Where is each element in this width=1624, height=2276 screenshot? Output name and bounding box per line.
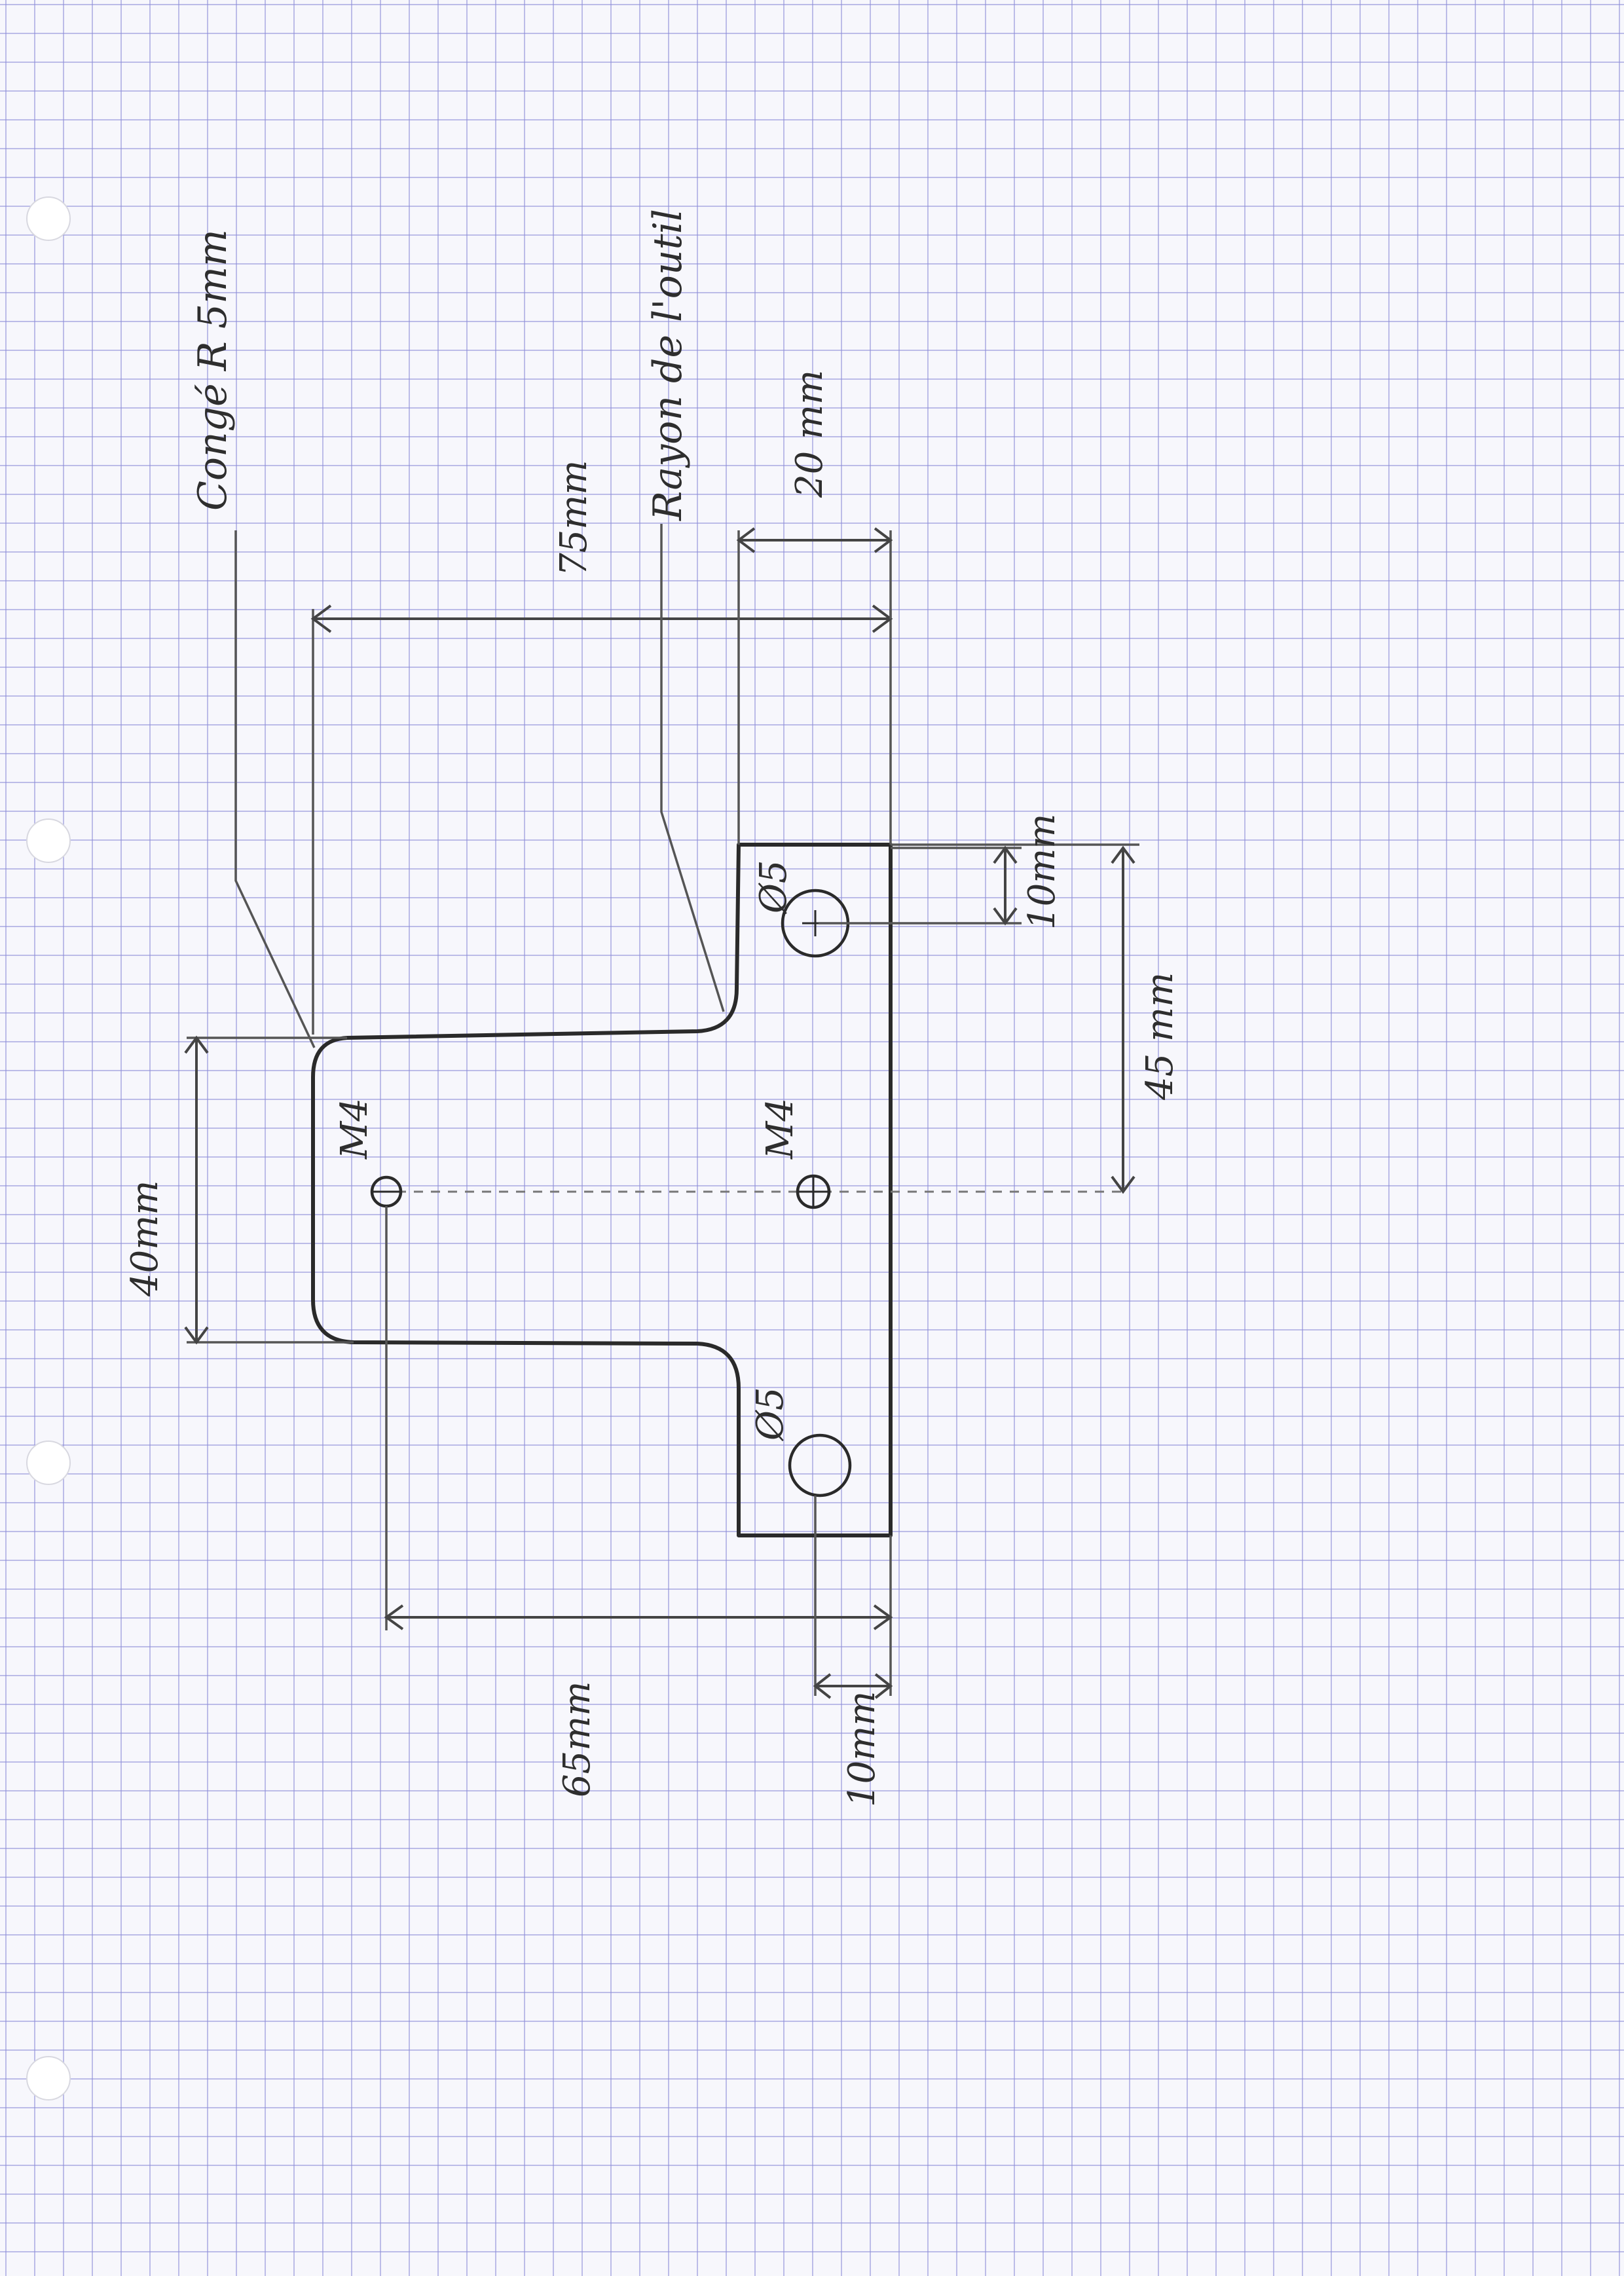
label-65mm: 65mm xyxy=(556,1681,599,1797)
punch-hole xyxy=(26,2056,71,2101)
hole-m4-left xyxy=(370,1175,403,1208)
label-45mm: 45 mm xyxy=(1139,972,1181,1101)
label-hole-m4-right: M4 xyxy=(759,1098,802,1160)
label-10mm-bottom: 10mm xyxy=(841,1691,883,1807)
dimension-40mm xyxy=(184,1035,354,1345)
tool-radius-note: Rayon de l'outil xyxy=(645,209,691,521)
dimension-65mm xyxy=(384,1206,893,1696)
label-hole-d5-bottom: Ø5 xyxy=(749,1387,792,1442)
dimension-20mm xyxy=(736,527,893,845)
dimension-45mm xyxy=(891,843,1139,1194)
leader-tool-radius xyxy=(660,524,725,1012)
hole-m4-right xyxy=(796,1174,831,1209)
label-hole-m4-left: M4 xyxy=(333,1098,376,1160)
punch-hole xyxy=(26,1441,71,1485)
dimension-10mm-top xyxy=(819,845,1022,926)
punch-hole xyxy=(26,196,71,241)
label-75mm: 75mm xyxy=(553,460,595,576)
fillet-note: Congé R 5mm xyxy=(190,229,236,511)
label-40mm: 40mm xyxy=(124,1181,166,1297)
dimension-75mm xyxy=(310,604,893,1035)
leader-fillet xyxy=(234,530,316,1048)
punch-hole xyxy=(26,818,71,863)
label-20mm: 20 mm xyxy=(788,370,831,498)
hole-d5-bottom xyxy=(788,1433,852,1497)
label-hole-d5-top: Ø5 xyxy=(752,860,795,915)
dimension-10mm-bottom xyxy=(813,1496,893,1699)
part-outline xyxy=(311,843,893,1537)
label-10mm-top: 10mm xyxy=(1021,814,1063,930)
